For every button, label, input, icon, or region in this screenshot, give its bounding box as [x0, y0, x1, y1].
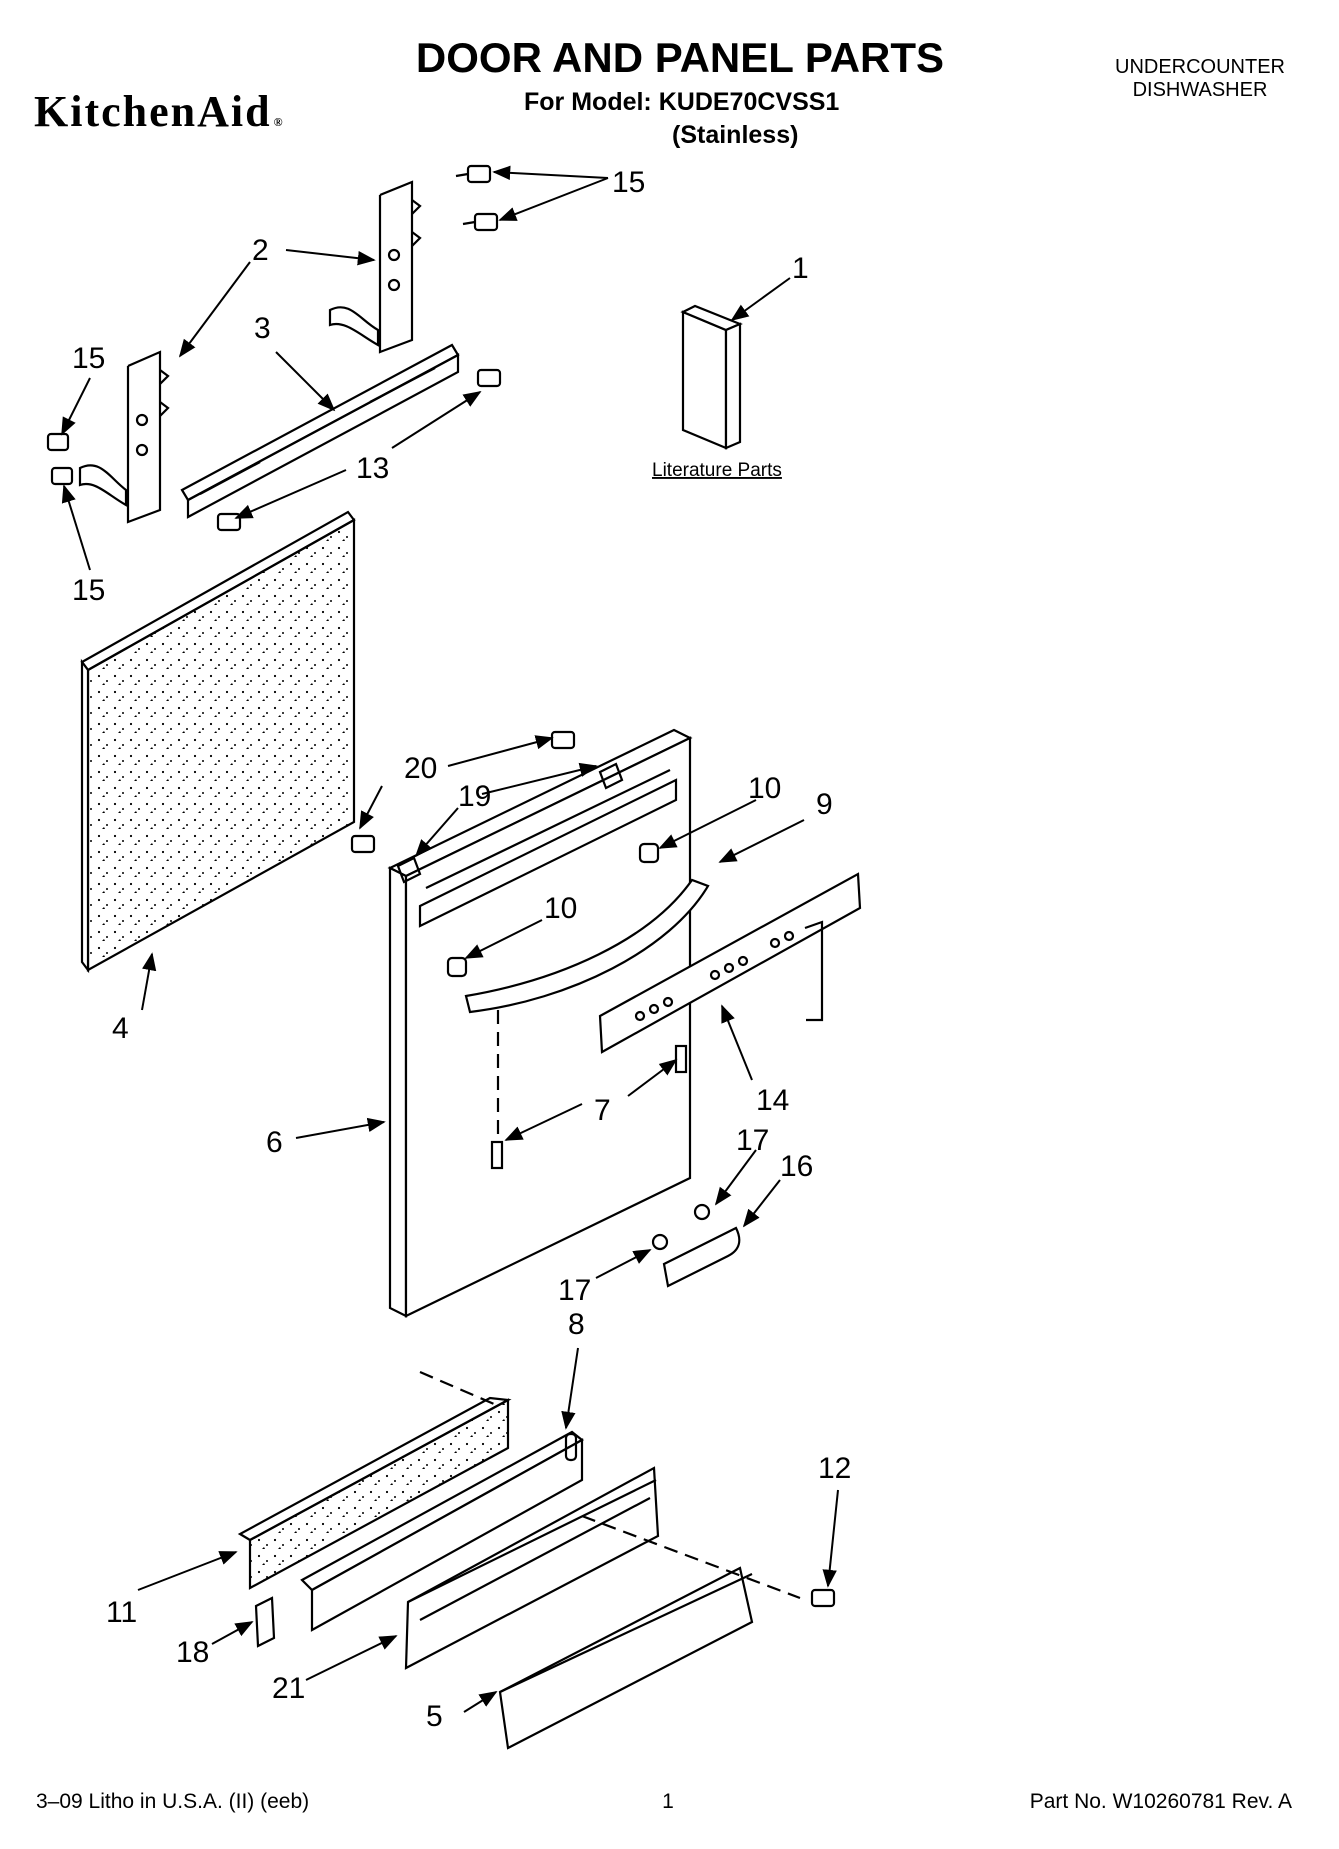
access-panel — [300, 1430, 584, 1632]
toe-kick-insulation — [237, 1396, 512, 1590]
clip-18 — [254, 1596, 276, 1648]
screw-20-top — [550, 730, 576, 750]
callout-21: 21 — [272, 1672, 305, 1705]
product-category-line2: DISHWASHER — [1132, 79, 1268, 101]
hinge-bracket-right — [328, 180, 422, 354]
callout-10-lower: 10 — [544, 892, 577, 925]
callout-16: 16 — [780, 1150, 813, 1183]
callout-12: 12 — [818, 1452, 851, 1485]
handle-spacer-lower — [446, 956, 468, 978]
callout-15-top: 15 — [612, 166, 645, 199]
model-finish: (Stainless) — [672, 121, 799, 149]
page-title: DOOR AND PANEL PARTS — [415, 34, 945, 81]
callout-9: 9 — [816, 788, 833, 821]
model-number: For Model: KUDE70CVSS1 — [524, 88, 840, 116]
callout-13: 13 — [356, 452, 389, 485]
callout-5: 5 — [426, 1700, 443, 1733]
badge-trim — [662, 1226, 741, 1288]
footer-page-number: 1 — [662, 1790, 674, 1813]
control-panel-overlay — [598, 872, 862, 1054]
door-insulation-pad — [80, 510, 356, 974]
footer-litho: 3–09 Litho in U.S.A. (II) (eeb) — [36, 1790, 310, 1813]
callout-17-upper: 17 — [736, 1124, 769, 1157]
screw-12 — [810, 1588, 836, 1608]
door-handle — [464, 878, 710, 1014]
door-support-rail — [180, 343, 460, 519]
stud-7-left — [490, 1140, 504, 1170]
outer-door-panel — [387, 728, 693, 1318]
screw-20-left — [350, 834, 376, 854]
callout-15-left-upper: 15 — [72, 342, 105, 375]
kick-panel — [404, 1466, 660, 1670]
product-category-line1: UNDERCOUNTER — [1115, 56, 1285, 78]
screw-13-left — [216, 512, 242, 532]
lower-trim-panel — [498, 1566, 754, 1750]
callout-18: 18 — [176, 1636, 209, 1669]
callout-14: 14 — [756, 1084, 789, 1117]
screw-15-left-a — [46, 432, 70, 452]
callout-15-left-lower: 15 — [72, 574, 105, 607]
clip-19-top — [598, 762, 624, 790]
handle-spacer-upper — [638, 842, 660, 864]
brand-name: KitchenAid — [34, 87, 272, 136]
footer-part-number: Part No. W10260781 Rev. A — [1029, 1790, 1292, 1813]
screw-15-top-b — [462, 212, 499, 232]
callout-6: 6 — [266, 1126, 283, 1159]
callout-7: 7 — [594, 1094, 611, 1127]
callout-11: 11 — [106, 1596, 137, 1629]
callout-2: 2 — [252, 234, 269, 267]
nut-17-right — [693, 1203, 711, 1221]
literature-parts-label: Literature Parts — [652, 460, 782, 481]
nut-17-left — [651, 1233, 669, 1251]
callout-4: 4 — [112, 1012, 129, 1045]
callout-8: 8 — [568, 1308, 585, 1341]
screw-15-top-a — [455, 164, 492, 184]
brand-logo: KitchenAid® — [34, 86, 285, 137]
callout-19-upper: 19 — [458, 780, 491, 813]
callout-1: 1 — [792, 252, 809, 285]
callout-17-lower: 17 — [558, 1274, 591, 1307]
screw-13-right — [476, 368, 502, 388]
hinge-bracket-left — [78, 350, 170, 524]
literature-booklet — [680, 304, 743, 450]
callout-20-upper: 20 — [404, 752, 437, 785]
screw-15-left-b — [50, 466, 74, 486]
clip-19-left — [396, 856, 422, 884]
callout-3: 3 — [254, 312, 271, 345]
brand-registered-mark: ® — [273, 115, 285, 129]
callout-10-upper: 10 — [748, 772, 781, 805]
